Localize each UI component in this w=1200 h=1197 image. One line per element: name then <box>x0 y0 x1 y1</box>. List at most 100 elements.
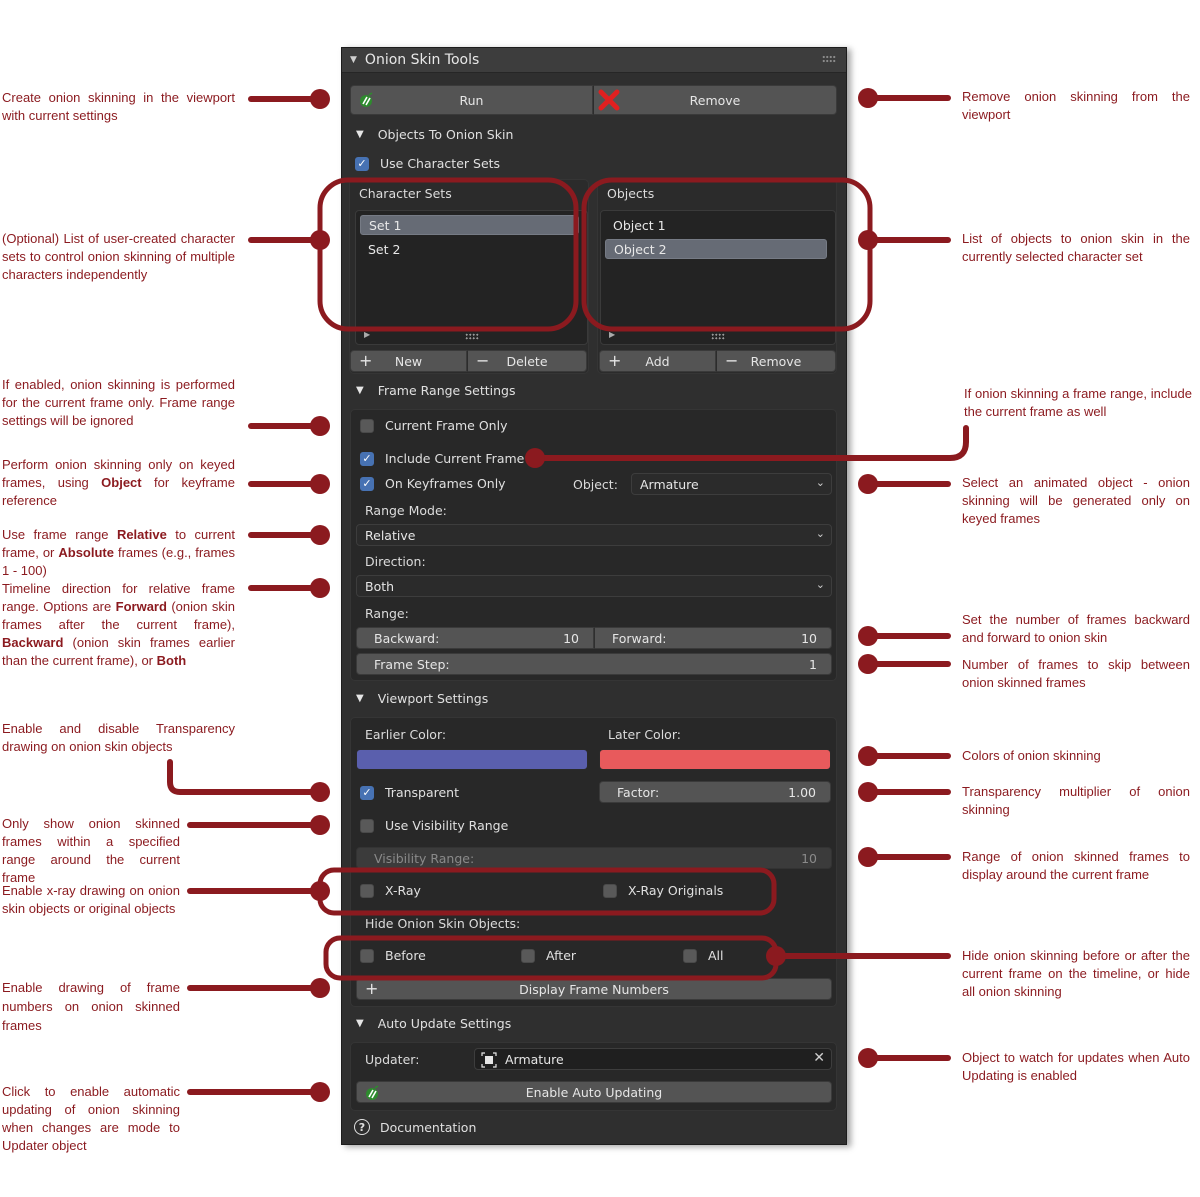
collapse-triangle-icon[interactable]: ▼ <box>350 55 357 65</box>
resize-grip-icon[interactable] <box>711 333 725 340</box>
button-label: Enable Auto Updating <box>525 1084 663 1100</box>
range-mode-dropdown[interactable]: Relative ⌄ <box>356 524 832 546</box>
direction-label: Direction: <box>365 554 426 569</box>
panel-header[interactable]: ▼ Onion Skin Tools <box>342 48 846 73</box>
annotation-range-mode: Use frame range Relative to current fram… <box>2 527 236 578</box>
panel-title: Onion Skin Tools <box>364 52 480 68</box>
section-frame-range-settings[interactable]: ▼ Frame Range Settings <box>356 383 515 398</box>
checkbox-unchecked-icon <box>360 818 374 833</box>
checkbox-unchecked-icon <box>521 948 535 963</box>
remove-object-button[interactable]: − Remove <box>716 350 836 372</box>
documentation-label: Documentation <box>380 1119 477 1135</box>
button-label: Remove <box>750 353 802 369</box>
field-value: 10 <box>801 630 817 646</box>
checkbox-checked-icon: ✓ <box>360 476 374 491</box>
current-frame-only-checkbox[interactable]: Current Frame Only <box>360 418 507 433</box>
list-item-set-1[interactable]: Set 1 <box>360 215 579 235</box>
checkbox-unchecked-icon <box>683 948 697 963</box>
annotation-remove: Remove onion skinning from the viewport <box>962 89 1190 122</box>
frame-step-field[interactable]: Frame Step: 1 <box>356 653 832 675</box>
checkbox-label: Before <box>385 948 426 963</box>
transparent-checkbox[interactable]: ✓ Transparent <box>360 785 459 800</box>
checkbox-label: After <box>546 948 577 963</box>
checkbox-unchecked-icon <box>360 883 374 898</box>
field-label: Backward: <box>374 630 440 646</box>
use-character-sets-checkbox[interactable]: ✓ Use Character Sets <box>355 156 500 171</box>
checkbox-unchecked-icon <box>603 883 617 898</box>
include-current-frame-checkbox[interactable]: ✓ Include Current Frame <box>360 451 524 466</box>
section-title: Viewport Settings <box>377 691 489 706</box>
updater-field[interactable]: Armature ✕ <box>474 1048 832 1070</box>
hide-after-checkbox[interactable]: After <box>521 948 576 963</box>
documentation-link[interactable]: ? Documentation <box>354 1119 476 1135</box>
drag-grip-icon[interactable] <box>822 55 836 63</box>
direction-dropdown[interactable]: Both ⌄ <box>356 575 832 597</box>
range-mode-label: Range Mode: <box>365 503 447 518</box>
annotation-visibility-range: Only show onion skinned frames within a … <box>2 816 180 885</box>
red-x-icon <box>598 89 620 114</box>
dropdown-value: Relative <box>365 527 416 543</box>
annotation-colors: Colors of onion skinning <box>962 748 1101 763</box>
annotation-visibility-range-value: Range of onion skinned frames to display… <box>962 849 1190 882</box>
expand-triangle-icon: ▼ <box>356 129 364 140</box>
plus-icon: + <box>608 351 622 370</box>
character-sets-label: Character Sets <box>359 186 452 201</box>
minus-icon: − <box>725 351 739 370</box>
character-sets-list[interactable]: Set 1 Set 2 ▶ <box>355 210 588 345</box>
annotation-frame-step: Number of frames to skip between onion s… <box>962 657 1190 690</box>
list-item-set-2[interactable]: Set 2 <box>368 241 401 257</box>
filter-triangle-icon[interactable]: ▶ <box>609 330 616 339</box>
annotation-on-keyframes-only: Perform onion skinning only on keyed fra… <box>2 457 235 508</box>
annotation-direction: Timeline direction for relative frame ra… <box>2 581 235 668</box>
annotation-updater: Object to watch for updates when Auto Up… <box>962 1050 1190 1083</box>
use-visibility-range-checkbox[interactable]: Use Visibility Range <box>360 818 508 833</box>
objects-list[interactable]: Object 1 Object 2 ▶ <box>600 210 836 345</box>
object-dropdown[interactable]: Armature ⌄ <box>631 473 832 495</box>
section-objects-to-onion-skin[interactable]: ▼ Objects To Onion Skin <box>356 127 513 142</box>
list-item-object-2[interactable]: Object 2 <box>605 239 827 259</box>
field-label: Frame Step: <box>374 656 450 672</box>
onion-skin-tools-panel: ▼ Onion Skin Tools Run Remove ▼ Objects … <box>341 47 847 1145</box>
delete-set-button[interactable]: − Delete <box>467 350 587 372</box>
backward-field[interactable]: Backward: 10 <box>356 627 594 649</box>
annotation-objects: List of objects to onion skin in the cur… <box>962 231 1190 264</box>
display-frame-numbers-button[interactable]: + Display Frame Numbers <box>356 978 832 1000</box>
button-label: Delete <box>506 353 548 369</box>
onion-icon <box>365 1085 381 1104</box>
section-viewport-settings[interactable]: ▼ Viewport Settings <box>356 691 488 706</box>
run-button[interactable]: Run <box>350 85 593 115</box>
new-set-button[interactable]: + New <box>350 350 467 372</box>
remove-label: Remove <box>689 92 741 108</box>
earlier-color-swatch[interactable] <box>356 749 588 770</box>
forward-field[interactable]: Forward: 10 <box>594 627 832 649</box>
hide-before-checkbox[interactable]: Before <box>360 948 426 963</box>
resize-grip-icon[interactable] <box>464 333 479 340</box>
on-keyframes-only-checkbox[interactable]: ✓ On Keyframes Only <box>360 476 506 491</box>
xray-originals-checkbox[interactable]: X-Ray Originals <box>603 883 723 898</box>
annotation-auto-update: Click to enable automatic updating of on… <box>2 1084 180 1153</box>
expand-triangle-icon: ▼ <box>356 385 364 396</box>
filter-triangle-icon[interactable]: ▶ <box>364 330 371 339</box>
xray-checkbox[interactable]: X-Ray <box>360 883 421 898</box>
annotation-display-frame-numbers: Enable drawing of frame numbers on onion… <box>2 980 180 1033</box>
chevron-down-icon: ⌄ <box>815 527 825 540</box>
visibility-range-field[interactable]: Visibility Range: 10 <box>356 847 832 869</box>
checkbox-label: All <box>708 948 724 963</box>
plus-icon: + <box>365 979 379 998</box>
section-auto-update-settings[interactable]: ▼ Auto Update Settings <box>356 1016 511 1031</box>
list-footer: ▶ <box>364 330 579 342</box>
annotation-character-sets: (Optional) List of user-created characte… <box>2 231 235 282</box>
add-object-button[interactable]: + Add <box>599 350 716 372</box>
hide-all-checkbox[interactable]: All <box>683 948 724 963</box>
factor-field[interactable]: Factor: 1.00 <box>599 781 831 803</box>
later-color-swatch[interactable] <box>599 749 831 770</box>
clear-x-icon[interactable]: ✕ <box>813 1050 825 1066</box>
remove-button[interactable]: Remove <box>593 85 837 115</box>
enable-auto-updating-button[interactable]: Enable Auto Updating <box>356 1081 832 1103</box>
button-label: Add <box>645 353 670 369</box>
checkbox-checked-icon: ✓ <box>355 156 369 171</box>
expand-triangle-icon: ▼ <box>356 693 364 704</box>
list-item-object-1[interactable]: Object 1 <box>613 217 666 233</box>
button-label: Display Frame Numbers <box>519 981 669 997</box>
expand-triangle-icon: ▼ <box>356 1018 364 1029</box>
